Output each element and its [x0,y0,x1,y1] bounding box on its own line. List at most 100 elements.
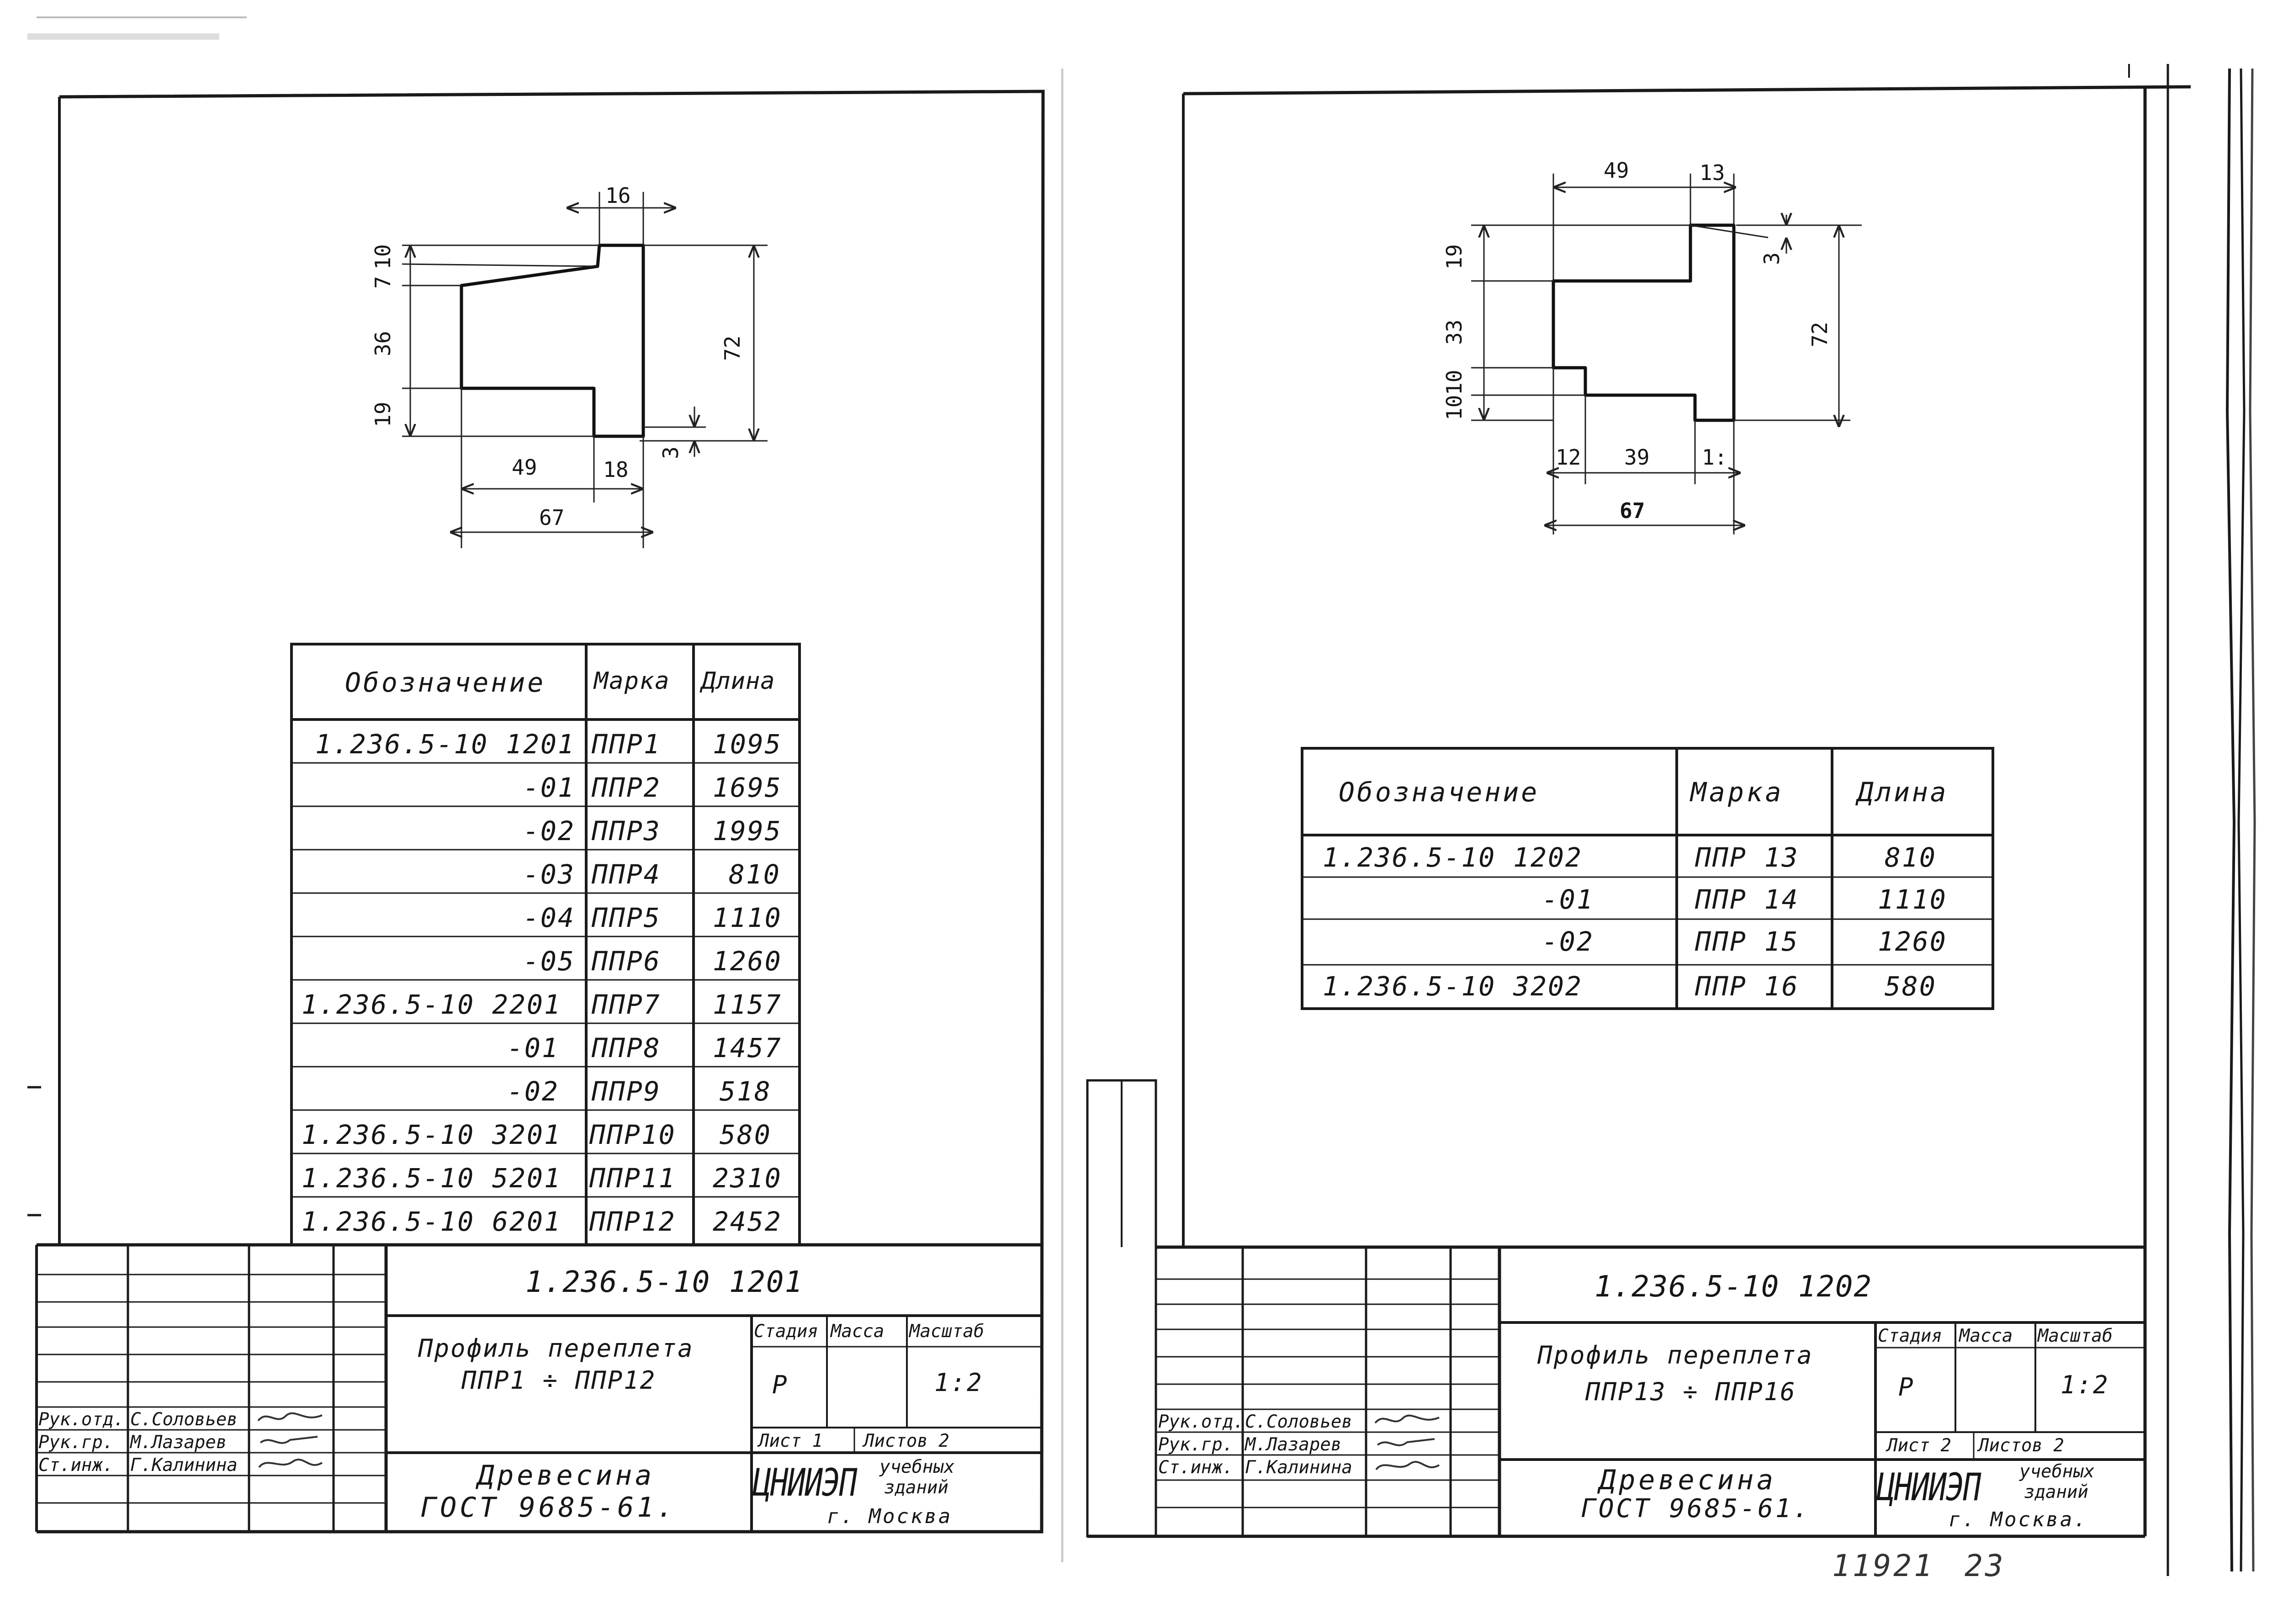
title-block-2-standard: ГОСТ 9685-61. [1581,1494,1811,1523]
designation: 1.236.5-10 6201 [302,1206,561,1237]
title-block-2-stage: Р [1898,1373,1915,1402]
dim-overall: 67 [1620,498,1645,523]
table-1-grid [290,643,801,1246]
profile-1-outline [460,243,645,438]
length: 2310 [713,1163,782,1194]
title-block-1-mass-label: Масса [831,1321,885,1342]
dim-bottom-left: 49 [512,455,537,480]
dim-right-height: 72 [720,335,745,361]
title-block-1-standard: ГОСТ 9685-61. [420,1492,677,1523]
mark: ППР2 [592,772,661,803]
title-block-2-city: г. Москва. [1949,1508,2088,1531]
title-block-2-org-line1: учебных [2019,1461,2095,1482]
table-1-header-designation: Обозначение [345,667,546,698]
title-block-1-sheet: Лист 1 [758,1431,823,1451]
person-name: Г.Калинина [1245,1457,1352,1478]
title-block-2-org-line2: зданий [2024,1482,2088,1502]
person-name: Г.Калинина [130,1455,238,1476]
person-name: С.Соловьев [1245,1412,1352,1432]
mark: ППР9 [592,1076,661,1107]
signature-icon [1377,1438,1435,1446]
title-block-1-title-line1: Профиль переплета [418,1334,694,1363]
dim-left-top2: 10 [371,244,395,270]
profile-2-dimensions [1471,174,1862,534]
inventory-number: 11921 [1832,1548,1934,1583]
length: 1457 [713,1032,782,1063]
role: Рук.отд. [38,1409,124,1430]
length: 1110 [713,902,782,933]
dim-lip: 3 [658,446,683,459]
mark: ППР11 [589,1163,676,1194]
dim-bottom-a: 12 [1556,445,1581,470]
designation: -03 [523,859,575,890]
dim-left-top: 19 [1442,244,1467,270]
signature-icon [257,1412,323,1422]
role: Рук.гр. [1158,1434,1234,1455]
title-block-1-code: 1.236.5-10 1201 [525,1265,803,1299]
length: 1995 [713,815,782,846]
mark: ППР4 [592,859,661,890]
length: 518 [720,1076,772,1107]
mark: ППР5 [592,902,661,933]
signature-icon [1375,1461,1440,1471]
mark: ППР3 [592,815,661,846]
profile-2-outline [1552,223,1736,422]
dim-left-top: 7 [371,276,395,289]
length: 1095 [713,729,782,760]
length: 1695 [713,772,782,803]
dim-top-width: 16 [605,183,631,208]
designation: -01 [1542,884,1594,915]
profile-1-dimensions [402,192,768,548]
dim-left-bot2: 10 [1442,395,1467,420]
role: Ст.инж. [38,1455,114,1476]
dim-top-left: 49 [1604,158,1629,183]
title-block-2-scale-label: Масштаб [2038,1326,2113,1346]
title-block-2-title-line1: Профиль переплета [1537,1341,1813,1370]
title-block-1-org-line1: учебных [879,1457,955,1477]
designation: 1.236.5-10 1201 [315,729,575,760]
table-2-header-mark: Марка [1690,777,1784,808]
mark: ППР12 [589,1206,676,1237]
dim-bottom-c: 1: [1702,445,1727,470]
dim-bottom-b: 39 [1624,445,1650,470]
length: 810 [1885,842,1937,873]
title-block-2-stage-label: Стадия [1878,1326,1942,1346]
dim-lip: 3 [1759,252,1784,265]
table-1-header-length: Длина [701,667,775,695]
mark: ППР8 [592,1032,661,1063]
table-2-header-designation: Обозначение [1339,777,1540,808]
sheet2-frame [1086,64,2256,1576]
person-name: М.Лазарев [130,1432,227,1453]
title-block-1-scale-label: Масштаб [909,1321,985,1342]
mark: ППР10 [589,1119,676,1150]
title-block-1-grid [37,1245,1042,1532]
title-block-1-org: ЦНИИЭП [753,1460,857,1505]
length: 580 [1885,971,1937,1002]
person-name: С.Соловьев [130,1409,238,1430]
designation: 1.236.5-10 1202 [1323,842,1583,873]
dim-left-bot1: 10 [1442,370,1467,395]
role: Ст.инж. [1158,1457,1234,1478]
title-block-1-org-line2: зданий [884,1477,948,1498]
title-block-1-stage-label: Стадия [754,1321,818,1342]
length: 2452 [713,1206,782,1237]
title-block-2-title-line2: ППР13 ÷ ППР16 [1585,1377,1796,1406]
mark: ППР7 [592,989,661,1020]
designation: -01 [523,772,575,803]
dim-right-height: 72 [1807,322,1832,347]
length: 1260 [713,946,782,977]
dim-overall: 67 [539,505,565,530]
dim-top-right: 13 [1700,160,1725,185]
role: Рук.гр. [38,1432,114,1453]
table-1-header-mark: Марка [594,667,670,695]
signature-icon [258,1459,323,1468]
title-block-1-stage: Р [772,1370,789,1399]
designation: 1.236.5-10 3201 [302,1119,561,1150]
table-2-header-length: Длина [1857,777,1949,808]
length: 1260 [1878,926,1947,957]
designation: -01 [507,1032,559,1063]
designation: -05 [523,946,575,977]
person-name: М.Лазарев [1245,1434,1342,1455]
title-block-2-code: 1.236.5-10 1202 [1594,1270,1872,1304]
title-block-1-city: г. Москва [827,1505,953,1528]
